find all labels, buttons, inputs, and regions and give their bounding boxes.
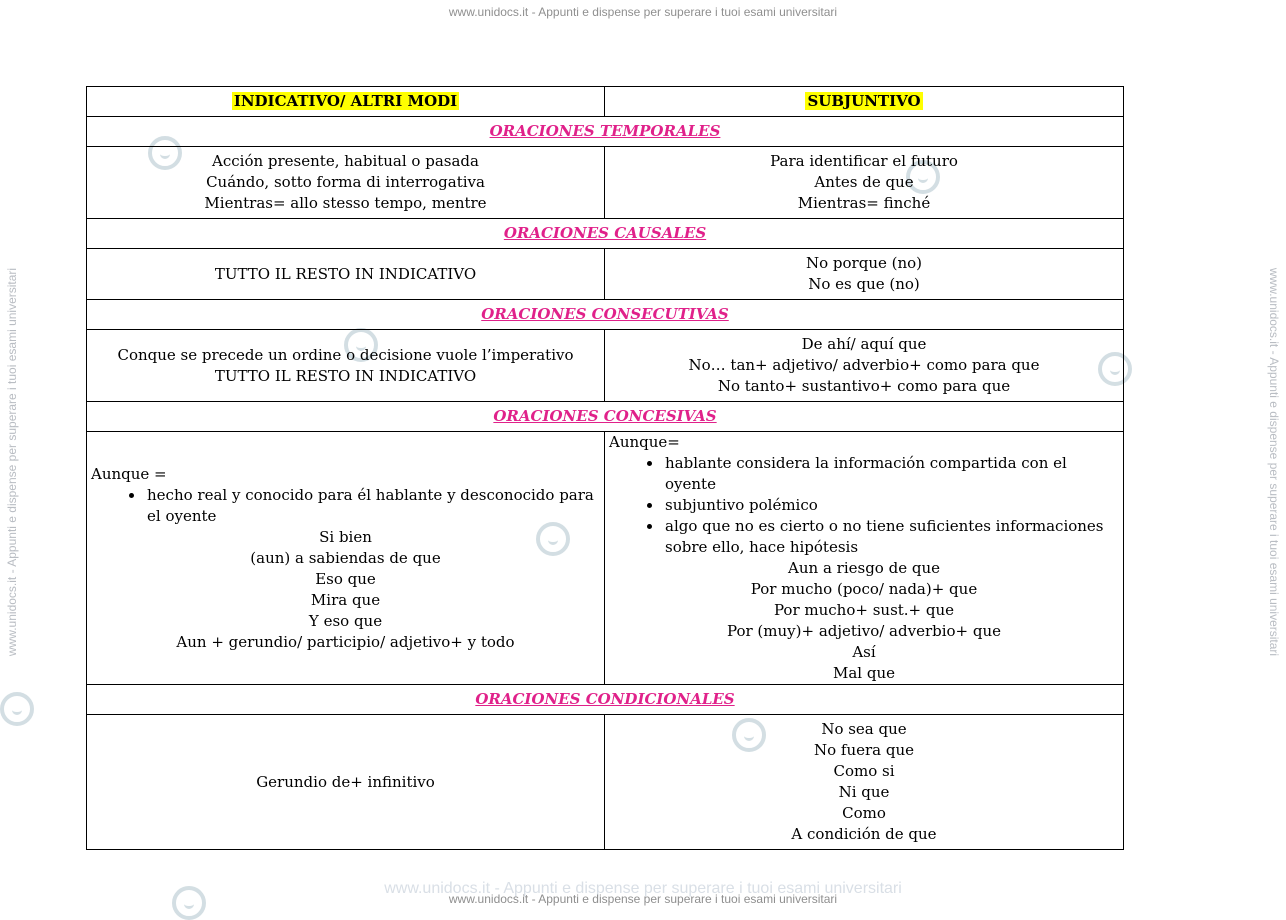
cell-indicativo: Acción presente, habitual o pasada Cuánd… — [86, 146, 605, 219]
cell-indicativo: Gerundio de+ infinitivo — [86, 714, 605, 850]
section-title-condicionales: ORACIONES CONDICIONALES — [475, 690, 735, 708]
watermark-top: www.unidocs.it - Appunti e dispense per … — [448, 5, 838, 19]
section-title-consecutivas: ORACIONES CONSECUTIVAS — [481, 305, 729, 323]
section-title-row: ORACIONES CONSECUTIVAS — [86, 299, 1124, 330]
watermark-logo-icon — [172, 886, 206, 920]
cell-subjuntivo: De ahí/ aquí que No… tan+ adjetivo/ adve… — [604, 329, 1124, 402]
bullet-list: hecho real y conocido para él hablante y… — [91, 485, 600, 527]
cell-subjuntivo: Aunque= hablante considera la informació… — [604, 431, 1124, 685]
bullet-list: hablante considera la información compar… — [609, 453, 1119, 558]
watermark-bottom: www.unidocs.it - Appunti e dispense per … — [448, 892, 838, 906]
header-indicativo: INDICATIVO/ ALTRI MODI — [86, 86, 605, 117]
list-item: algo que no es cierto o no tiene suficie… — [663, 516, 1119, 558]
table-row: TUTTO IL RESTO IN INDICATIVO No porque (… — [86, 248, 1124, 300]
cell-indicativo: TUTTO IL RESTO IN INDICATIVO — [86, 248, 605, 300]
table-header-row: INDICATIVO/ ALTRI MODI SUBJUNTIVO — [86, 86, 1124, 117]
cell-indicativo: Aunque = hecho real y conocido para él h… — [86, 431, 605, 685]
table-row: Aunque = hecho real y conocido para él h… — [86, 431, 1124, 685]
watermark-side-right: www.unidocs.it - Appunti e dispense per … — [1267, 267, 1281, 657]
list-item: hablante considera la información compar… — [663, 453, 1119, 495]
section-title-causales: ORACIONES CAUSALES — [503, 224, 707, 242]
table-row: Conque se precede un ordine o decisione … — [86, 329, 1124, 402]
cell-subjuntivo: No porque (no) No es que (no) — [604, 248, 1124, 300]
table-row: Gerundio de+ infinitivo No sea que No fu… — [86, 714, 1124, 850]
list-item: hecho real y conocido para él hablante y… — [145, 485, 600, 527]
list-item: subjuntivo polémico — [663, 495, 1119, 516]
watermark-logo-icon — [0, 692, 34, 726]
section-title-row: ORACIONES CONDICIONALES — [86, 684, 1124, 715]
header-subjuntivo: SUBJUNTIVO — [604, 86, 1124, 117]
section-title-temporales: ORACIONES TEMPORALES — [489, 122, 721, 140]
section-title-concesivas: ORACIONES CONCESIVAS — [493, 407, 717, 425]
section-title-row: ORACIONES CONCESIVAS — [86, 401, 1124, 432]
cell-subjuntivo: No sea que No fuera que Como si Ni que C… — [604, 714, 1124, 850]
section-title-row: ORACIONES CAUSALES — [86, 218, 1124, 249]
grammar-table: INDICATIVO/ ALTRI MODI SUBJUNTIVO ORACIO… — [86, 86, 1124, 850]
cell-subjuntivo: Para identificar el futuro Antes de que … — [604, 146, 1124, 219]
watermark-ghost: www.unidocs.it - Appunti e dispense per … — [384, 880, 902, 897]
cell-indicativo: Conque se precede un ordine o decisione … — [86, 329, 605, 402]
table-row: Acción presente, habitual o pasada Cuánd… — [86, 146, 1124, 219]
section-title-row: ORACIONES TEMPORALES — [86, 116, 1124, 147]
